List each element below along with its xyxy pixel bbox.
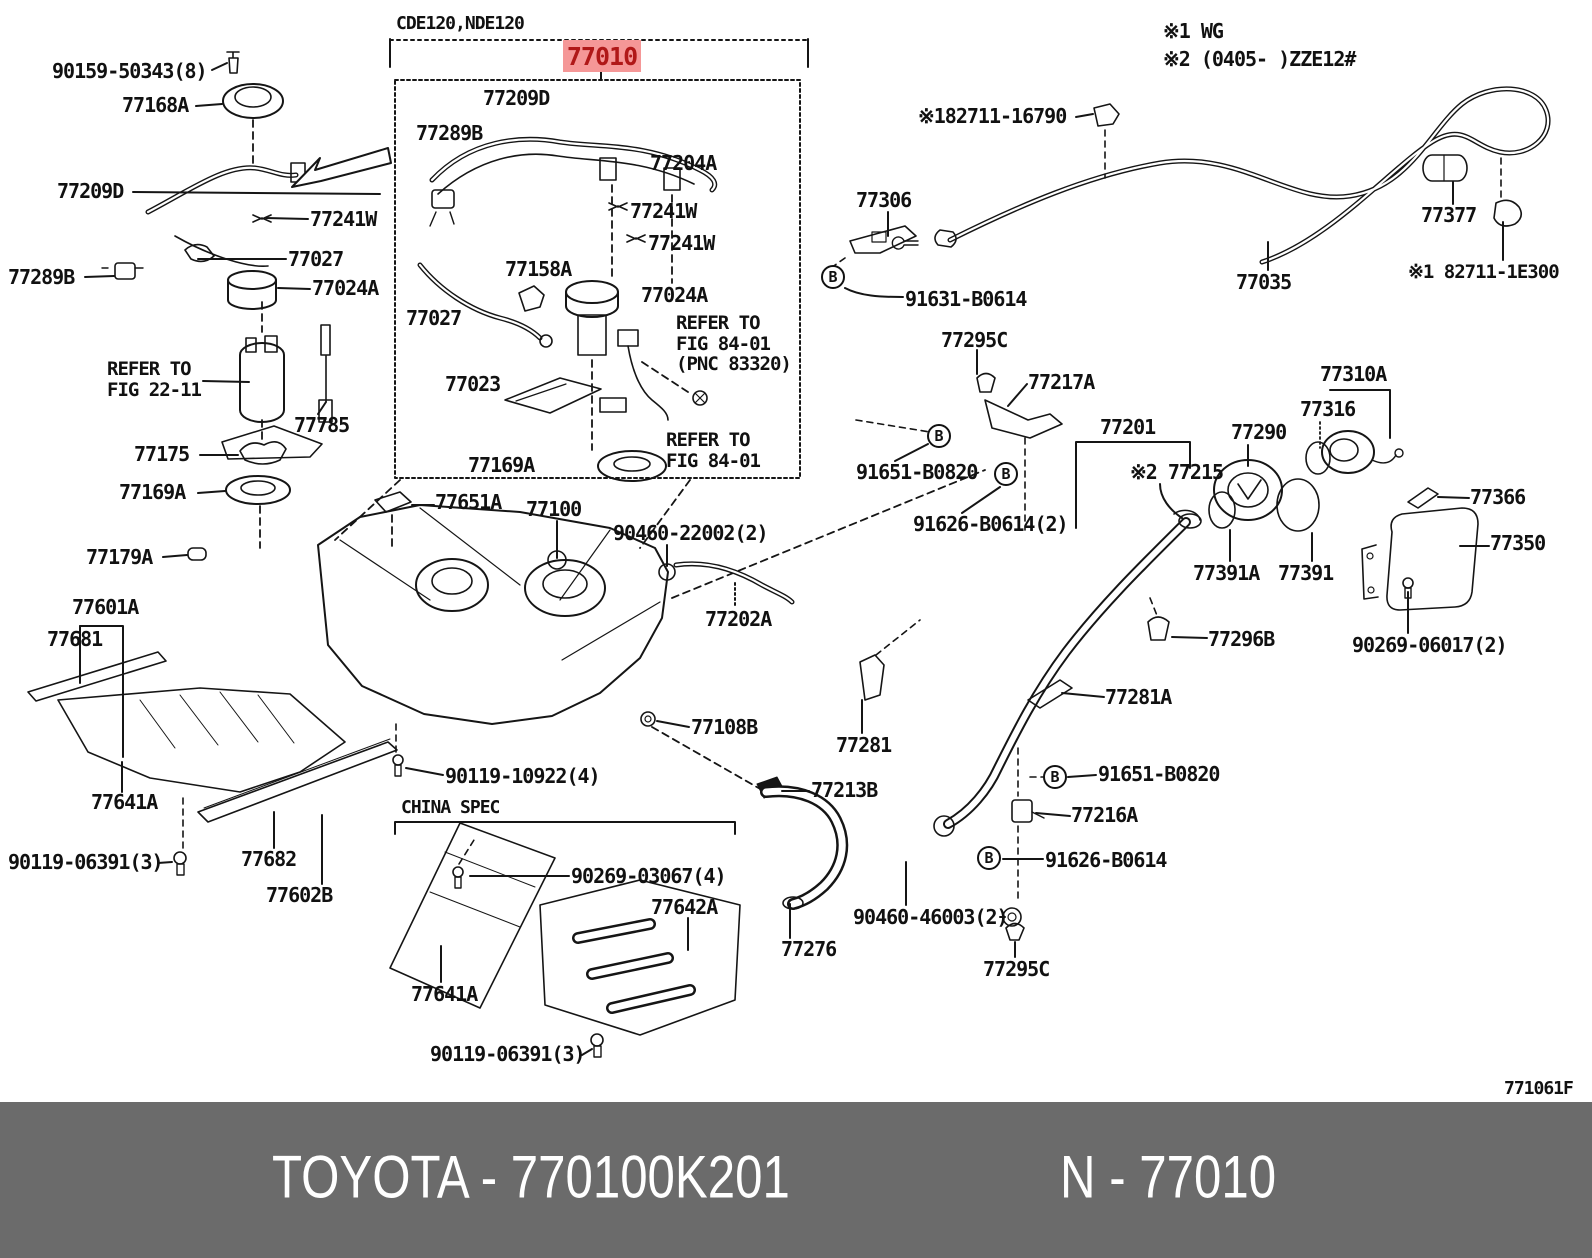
part-label: 77290 <box>1231 420 1287 444</box>
part-label: 90460-22002(2) <box>613 521 769 545</box>
part-label: 91626-B0614 <box>1045 848 1167 872</box>
part-label: 77295C <box>983 957 1050 981</box>
part-label: 77641A <box>411 982 478 1006</box>
doc-code: 771061F <box>1504 1078 1574 1099</box>
part-label: 77366 <box>1470 485 1526 509</box>
part-label: ※1 WG <box>1163 19 1224 43</box>
part-label: ※2 77215 <box>1130 460 1224 484</box>
circled-b-badge: B <box>994 462 1018 486</box>
part-label: 90119-06391(3) <box>430 1042 586 1066</box>
part-label: 77175 <box>134 442 190 466</box>
part-label: ※2 (0405- )ZZE12# <box>1163 47 1356 71</box>
footer-pnc: N - 77010 <box>1060 1143 1277 1211</box>
part-label: 77023 <box>445 372 501 396</box>
part-label: 77241W <box>630 199 697 223</box>
part-label: 77289B <box>416 121 483 145</box>
circled-b-badge: B <box>977 846 1001 870</box>
part-label: 91651-B0820 <box>856 460 978 484</box>
part-label: 90119-10922(4) <box>445 764 601 788</box>
part-label: 77391 <box>1278 561 1334 585</box>
part-label: 77217A <box>1028 370 1095 394</box>
part-label: REFER TO FIG 84-01 <box>666 429 761 472</box>
diagram-line-art <box>27 38 1551 1058</box>
part-label: 77108B <box>691 715 758 739</box>
part-label: 77204A <box>650 151 717 175</box>
part-label: 77209D <box>483 86 550 110</box>
part-label: 77296B <box>1208 627 1275 651</box>
part-label: 77295C <box>941 328 1008 352</box>
part-label: 77241W <box>310 207 377 231</box>
part-label: 91651-B0820 <box>1098 762 1220 786</box>
part-label: 77027 <box>406 306 462 330</box>
part-label: REFER TO FIG 22-11 <box>107 358 202 401</box>
part-label: 90460-46003(2) <box>853 905 1009 929</box>
part-label: 77602B <box>266 883 333 907</box>
part-label: 77024A <box>312 276 379 300</box>
part-label: 77241W <box>648 231 715 255</box>
part-label: CDE120,NDE120 <box>396 13 525 34</box>
part-label: 90269-06017(2) <box>1352 633 1508 657</box>
footer-bar: TOYOTA - 770100K201 N - 77010 <box>0 1102 1592 1258</box>
part-label: 77350 <box>1490 531 1546 555</box>
part-label: 77785 <box>294 413 350 437</box>
part-label: 77281A <box>1105 685 1172 709</box>
part-label: 90159-50343(8) <box>52 59 208 83</box>
part-label: 77377 <box>1421 203 1477 227</box>
part-label: ※1 82711-1E300 <box>1408 261 1560 283</box>
part-label: 77681 <box>47 627 103 651</box>
part-label: 77024A <box>641 283 708 307</box>
part-label: 77682 <box>241 847 297 871</box>
circled-b-badge: B <box>927 424 951 448</box>
part-label: 77216A <box>1071 803 1138 827</box>
circled-b-badge: B <box>821 265 845 289</box>
part-label: 77169A <box>468 453 535 477</box>
part-label: 77158A <box>505 257 572 281</box>
part-label: 90269-03067(4) <box>571 864 727 888</box>
part-label: 77035 <box>1236 270 1292 294</box>
part-label: 77642A <box>651 895 718 919</box>
part-label: 77651A <box>435 490 502 514</box>
part-label: 77209D <box>57 179 124 203</box>
part-label: 77276 <box>781 937 837 961</box>
part-label: 77169A <box>119 480 186 504</box>
highlighted-part-number[interactable]: 77010 <box>563 40 641 72</box>
part-label: ※182711-16790 <box>918 104 1067 128</box>
part-label: CHINA SPEC <box>401 797 500 818</box>
part-label: 77641A <box>91 790 158 814</box>
part-label: 77168A <box>122 93 189 117</box>
part-label: 91631-B0614 <box>905 287 1027 311</box>
part-label: 77213B <box>811 778 878 802</box>
part-label: 77201 <box>1100 415 1156 439</box>
part-label: 77310A <box>1320 362 1387 386</box>
part-label: 77179A <box>86 545 153 569</box>
part-label: 77391A <box>1193 561 1260 585</box>
part-label: 77601A <box>72 595 139 619</box>
part-label: 91626-B0614(2) <box>913 512 1069 536</box>
part-label: 77306 <box>856 188 912 212</box>
part-label: 77289B <box>8 265 75 289</box>
part-label: REFER TO FIG 84-01 (PNC 83320) <box>676 312 792 376</box>
footer-part-number: TOYOTA - 770100K201 <box>272 1143 790 1211</box>
part-label: 77202A <box>705 607 772 631</box>
part-label: 77100 <box>526 497 582 521</box>
part-label: 90119-06391(3) <box>8 850 164 874</box>
circled-b-badge: B <box>1043 765 1067 789</box>
part-label: 77316 <box>1300 397 1356 421</box>
part-label: 77281 <box>836 733 892 757</box>
part-label: 77027 <box>288 247 344 271</box>
